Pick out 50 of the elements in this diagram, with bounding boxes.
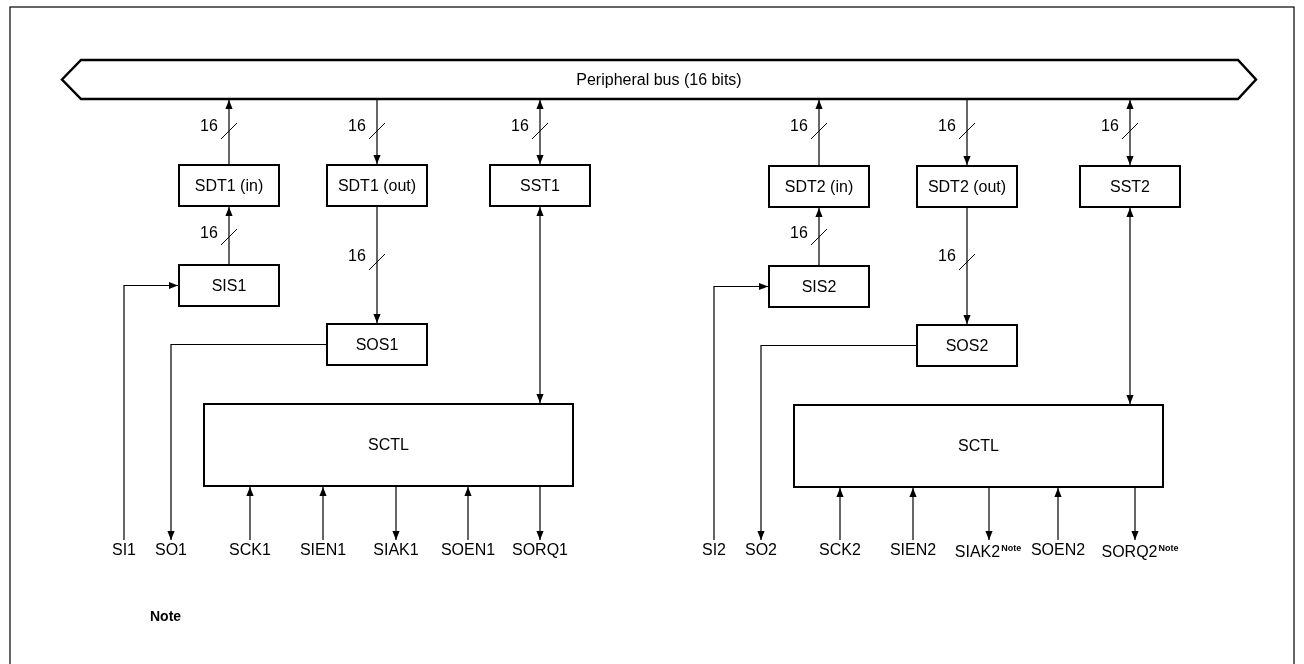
arrow bbox=[167, 343, 327, 541]
register-block: SST2 bbox=[1079, 165, 1181, 208]
arrow bbox=[1126, 207, 1134, 405]
arrow bbox=[373, 206, 381, 324]
arrow bbox=[536, 486, 544, 541]
signal-pin-label: SIEN1 bbox=[293, 540, 353, 560]
register-block: SIS2 bbox=[768, 265, 870, 308]
signal-pin-label: SOEN2 bbox=[1028, 540, 1088, 560]
arrow bbox=[1126, 99, 1134, 166]
arrow bbox=[909, 487, 917, 541]
arrow bbox=[536, 99, 544, 165]
arrow bbox=[713, 282, 769, 541]
register-block: SDT1 (in) bbox=[178, 164, 280, 207]
arrow bbox=[963, 99, 971, 166]
signal-pin-label: SIAK2$^{Note}$ bbox=[948, 540, 1028, 560]
register-block: SDT1 (out) bbox=[326, 164, 428, 207]
arrow bbox=[815, 207, 823, 266]
note-label: Note bbox=[150, 608, 182, 624]
arrow bbox=[815, 99, 823, 166]
bus-label: Peripheral bus (16 bits) bbox=[61, 59, 1257, 100]
arrow bbox=[963, 207, 971, 325]
signal-pin-label: SIAK1 bbox=[366, 540, 426, 560]
register-block: SDT2 (out) bbox=[916, 165, 1018, 208]
arrow bbox=[225, 206, 233, 265]
arrow bbox=[1131, 487, 1139, 541]
register-block: SOS2 bbox=[916, 324, 1018, 367]
register-block: SOS1 bbox=[326, 323, 428, 366]
register-block: SCTL bbox=[793, 404, 1164, 488]
signal-pin-label: SCK2 bbox=[810, 540, 870, 560]
signal-pin-label: SORQ2$^{Note}$ bbox=[1098, 540, 1182, 560]
signal-pin-label: SORQ1 bbox=[510, 540, 570, 560]
register-block: SIS1 bbox=[178, 264, 280, 307]
arrow bbox=[757, 344, 917, 541]
register-block: SST1 bbox=[489, 164, 591, 207]
arrow bbox=[392, 486, 400, 541]
signal-pin-label: SIEN2 bbox=[883, 540, 943, 560]
arrow bbox=[464, 486, 472, 541]
arrow bbox=[373, 99, 381, 165]
arrow bbox=[123, 281, 179, 541]
register-block: SCTL bbox=[203, 403, 574, 487]
arrow bbox=[1054, 487, 1062, 541]
arrow bbox=[985, 487, 993, 541]
arrow bbox=[225, 99, 233, 165]
arrow bbox=[836, 487, 844, 541]
arrow bbox=[319, 486, 327, 541]
signal-pin-label: SOEN1 bbox=[438, 540, 498, 560]
register-block: SDT2 (in) bbox=[768, 165, 870, 208]
arrow bbox=[536, 206, 544, 404]
arrow bbox=[246, 486, 254, 541]
signal-pin-label: SCK1 bbox=[220, 540, 280, 560]
